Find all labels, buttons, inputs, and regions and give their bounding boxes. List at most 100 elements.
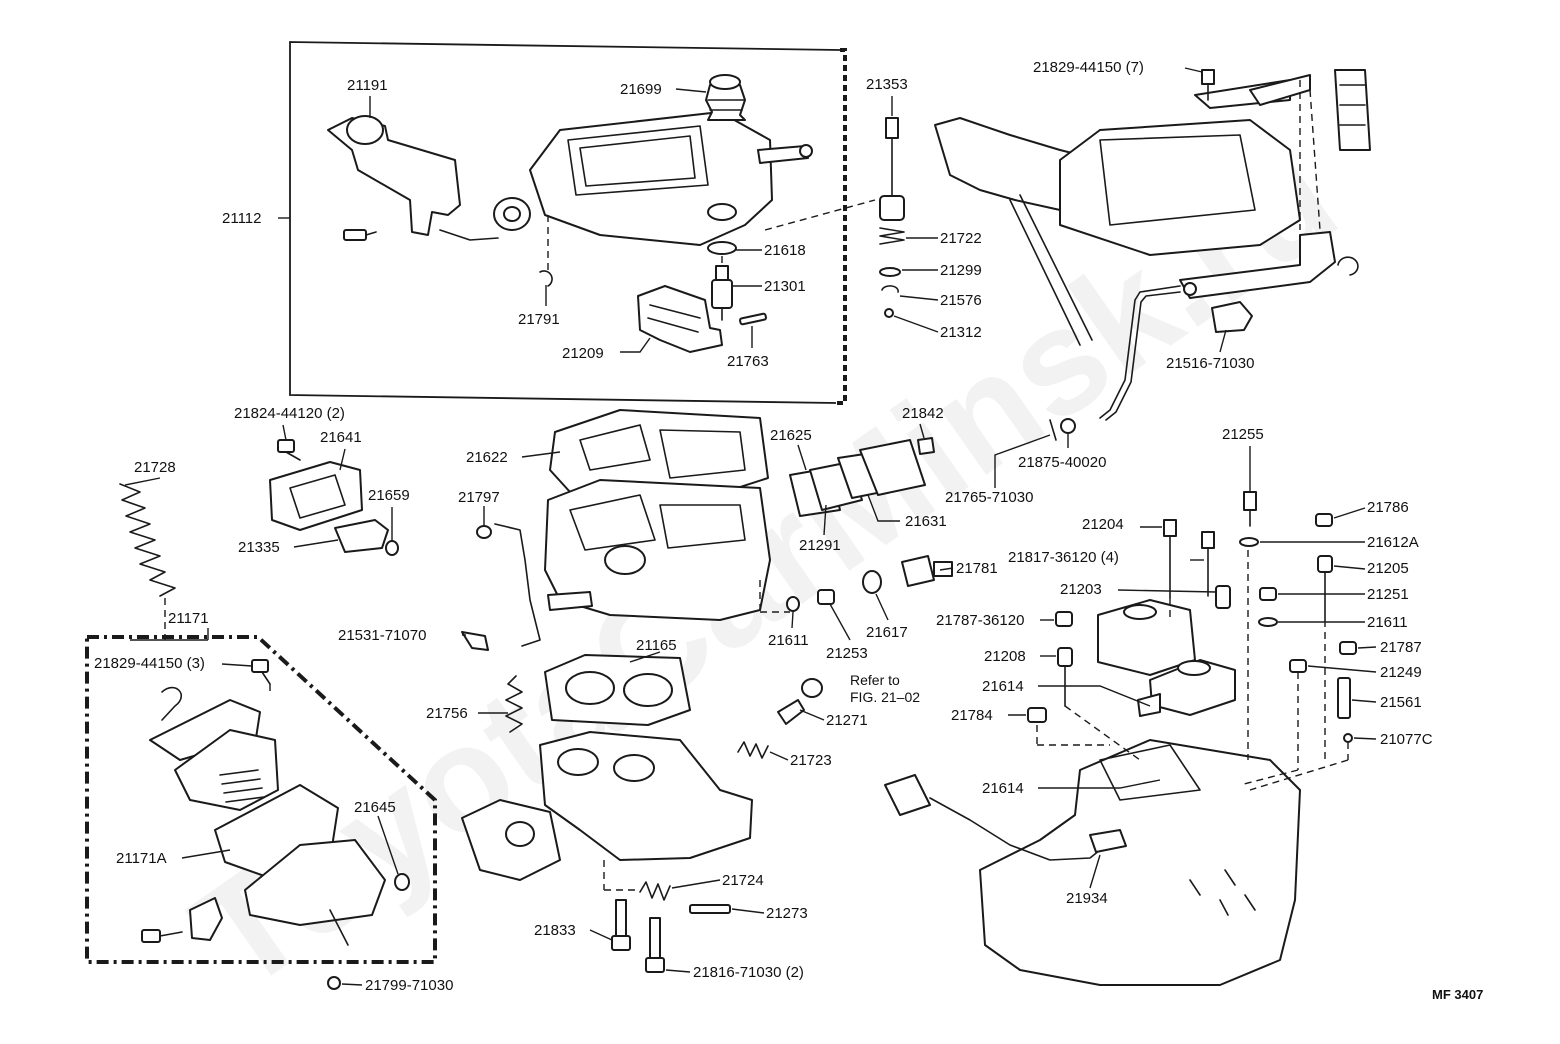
cap-21271 <box>801 678 823 698</box>
jet-21251 <box>1259 587 1277 601</box>
label-21659: 21659 <box>368 487 410 504</box>
ring-21611 <box>786 596 800 612</box>
boot-21699 <box>705 74 746 121</box>
bolt-21816 <box>645 917 665 973</box>
gasket-21797 <box>476 525 492 539</box>
label-21561: 21561 <box>1380 694 1422 711</box>
label-21645: 21645 <box>354 799 396 816</box>
label-21617: 21617 <box>866 624 908 641</box>
ring-21799 <box>327 976 341 990</box>
small-parts-21255-21205 <box>1027 491 1357 743</box>
bracket-21171 <box>149 699 261 761</box>
label-21249: 21249 <box>1380 664 1422 681</box>
label-21614a: 21614 <box>982 678 1024 695</box>
clip-21791 <box>539 270 553 287</box>
jet-21253 <box>817 589 835 605</box>
screw-21204 <box>1163 519 1177 537</box>
label-21786: 21786 <box>1367 499 1409 516</box>
label-21253: 21253 <box>826 645 868 662</box>
plug-21786 <box>1315 513 1333 527</box>
label-21829-3: 21829-44150 (3) <box>94 655 205 672</box>
label-21204: 21204 <box>1082 516 1124 533</box>
cover-21171A <box>244 839 386 926</box>
label-21797: 21797 <box>458 489 500 506</box>
label-21255: 21255 <box>1222 426 1264 443</box>
label-21208: 21208 <box>984 648 1026 665</box>
leader-lines <box>124 67 1377 986</box>
label-21791: 21791 <box>518 311 560 328</box>
bolt-21833 <box>611 899 631 951</box>
washer-21617 <box>862 570 882 594</box>
small-screw-21112 <box>343 229 377 241</box>
vacuum-pipe-21765 <box>1099 285 1181 419</box>
label-21765: 21765-71030 <box>945 489 1033 506</box>
label-21614b: 21614 <box>982 780 1024 797</box>
screw-21829-3 <box>251 659 271 685</box>
jet-21249 <box>1289 659 1307 673</box>
label-21205: 21205 <box>1367 560 1409 577</box>
screw-21842 <box>917 437 935 455</box>
gasket-21618 <box>707 241 737 255</box>
screw-21271 <box>777 699 805 725</box>
ring-21611b <box>1258 617 1278 627</box>
label-21112: 21112 <box>222 210 262 227</box>
part-21335 <box>334 519 389 553</box>
label-21165: 21165 <box>636 637 677 654</box>
label-21799: 21799-71030 <box>365 977 453 994</box>
screw-21817 <box>1201 531 1215 549</box>
o-ring-21612A <box>1239 537 1259 547</box>
spring-21756 <box>505 675 523 733</box>
ring-21659 <box>385 540 399 556</box>
label-21353: 21353 <box>866 76 908 93</box>
spring-21723 <box>737 741 769 759</box>
plug-21787-36120 <box>1055 611 1073 627</box>
plug-21787 <box>1339 641 1357 655</box>
label-21824: 21824-44120 (2) <box>234 405 345 422</box>
pin-21561 <box>1337 677 1351 719</box>
label-21618: 21618 <box>764 242 806 259</box>
clip-21171 <box>161 686 182 721</box>
label-21299: 21299 <box>940 262 982 279</box>
label-21203: 21203 <box>1060 581 1102 598</box>
label-21622: 21622 <box>466 449 508 466</box>
label-21273: 21273 <box>766 905 808 922</box>
carburetor-body <box>544 479 771 621</box>
label-21516: 21516-71030 <box>1166 355 1254 372</box>
label-21817: 21817-36120 (4) <box>1008 549 1119 566</box>
label-21209: 21209 <box>562 345 604 362</box>
spring-21728 <box>119 483 176 597</box>
reference-note-line2: FIG. 21–02 <box>850 689 920 705</box>
power-piston-21353 <box>879 117 905 318</box>
housing-21631 <box>859 439 926 496</box>
label-21833: 21833 <box>534 922 576 939</box>
label-21723: 21723 <box>790 752 832 769</box>
float-21209 <box>637 285 723 353</box>
plug-21781 <box>901 555 935 587</box>
jet-21205 <box>1317 555 1333 573</box>
reference-note-line1: Refer to <box>850 672 900 688</box>
label-21171A: 21171A <box>116 850 167 867</box>
label-21625: 21625 <box>770 427 812 444</box>
label-21728: 21728 <box>134 459 176 476</box>
label-21842: 21842 <box>902 405 944 422</box>
assembly-guides <box>164 80 1349 891</box>
label-21875: 21875-40020 <box>1018 454 1106 471</box>
screw-21273 <box>689 904 731 914</box>
figure-code: MF 3407 <box>1432 987 1483 1002</box>
label-21312: 21312 <box>940 324 982 341</box>
label-21787: 21787 <box>1380 639 1422 656</box>
label-21781: 21781 <box>956 560 998 577</box>
part-labels: 21191 21699 21112 21618 21301 21791 2120… <box>94 59 1433 994</box>
label-21722: 21722 <box>940 230 982 247</box>
main-body-assembly <box>979 599 1301 986</box>
choke-breaker-group-box <box>85 635 437 964</box>
label-21611a: 21611 <box>768 632 809 649</box>
label-21291: 21291 <box>799 537 841 554</box>
spring-21724 <box>639 881 671 901</box>
air-horn <box>529 111 813 246</box>
label-21301: 21301 <box>764 278 806 295</box>
label-21816: 21816-71030 (2) <box>693 964 804 981</box>
label-21612A: 21612A <box>1367 534 1419 551</box>
sensor-21934 <box>884 774 1127 861</box>
